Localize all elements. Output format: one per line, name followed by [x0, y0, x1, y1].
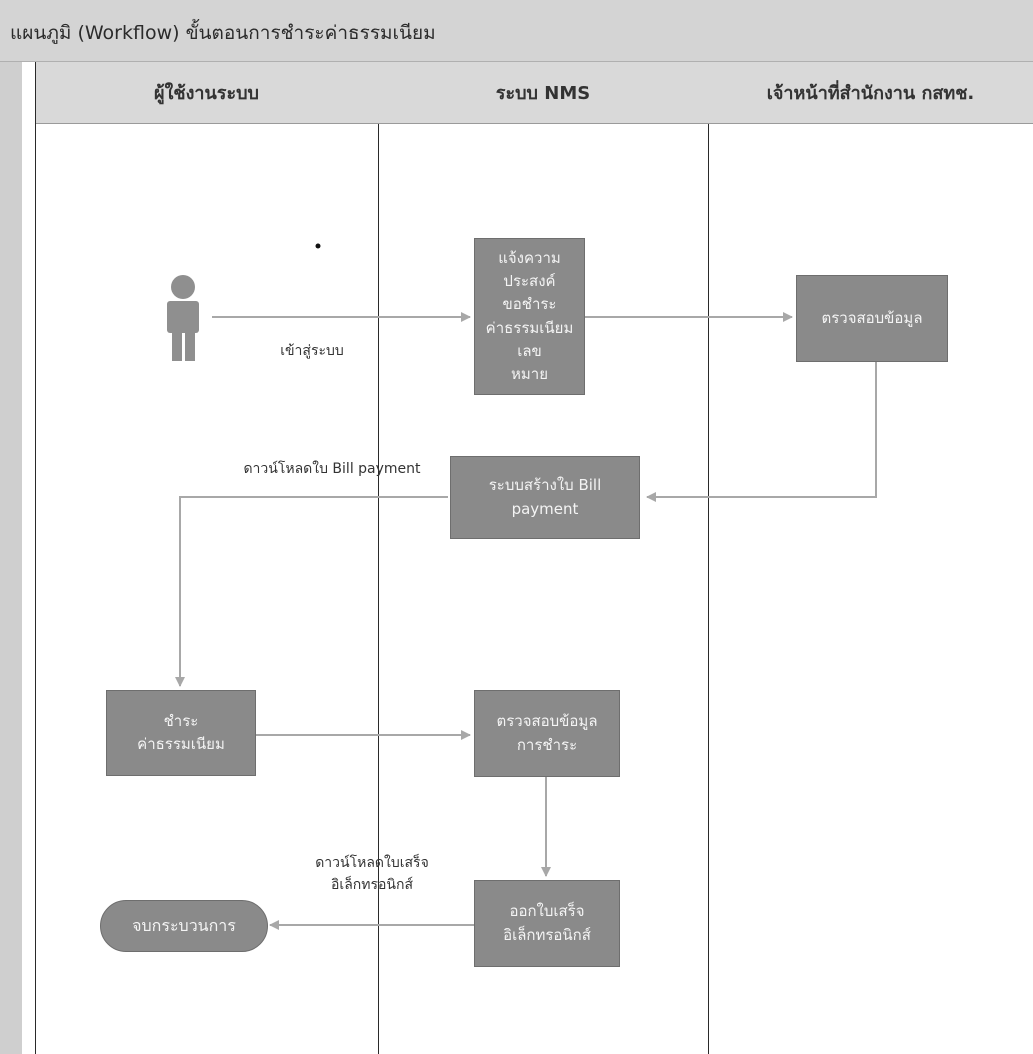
lane-header-user: ผู้ใช้งานระบบ [35, 62, 378, 124]
stray-dot [315, 243, 321, 249]
node-verify-payment: ตรวจสอบข้อมูล การชำระ [474, 690, 620, 777]
left-margin-strip [0, 62, 22, 1054]
node-create-bill: ระบบสร้างใบ Bill payment [450, 456, 640, 539]
lane-divider-1 [378, 124, 379, 1054]
node-end: จบกระบวนการ [100, 900, 268, 952]
lane-divider-left [35, 62, 36, 1054]
edge-download-bill [175, 496, 448, 687]
lane-header-nms: ระบบ NMS [378, 62, 708, 124]
diagram-title-bar: แผนภูมิ (Workflow) ขั้นตอนการชำระค่าธรรม… [0, 0, 1033, 62]
node-verify-data: ตรวจสอบข้อมูล [796, 275, 948, 362]
node-pay-fee: ชำระ ค่าธรรมเนียม [106, 690, 256, 776]
lane-header-officer: เจ้าหน้าที่สำนักงาน กสทช. [708, 62, 1033, 124]
lane-divider-2 [708, 124, 709, 1054]
edge-verify-to-bill [646, 362, 877, 502]
user-icon [167, 275, 199, 361]
node-issue-receipt: ออกใบเสร็จ อิเล็กทรอนิกส์ [474, 880, 620, 967]
node-notify-intent: แจ้งความประสงค์ ขอชำระ ค่าธรรมเนียมเลข ห… [474, 238, 585, 395]
diagram-title: แผนภูมิ (Workflow) ขั้นตอนการชำระค่าธรรม… [10, 22, 436, 44]
edge-label-download-bill: ดาวน์โหลดใบ Bill payment [243, 461, 421, 477]
edge-label-login: เข้าสู่ระบบ [280, 343, 344, 359]
edge-label-download-receipt: ดาวน์โหลดใบเสร็จ อิเล็กทรอนิกส์ [315, 855, 429, 894]
